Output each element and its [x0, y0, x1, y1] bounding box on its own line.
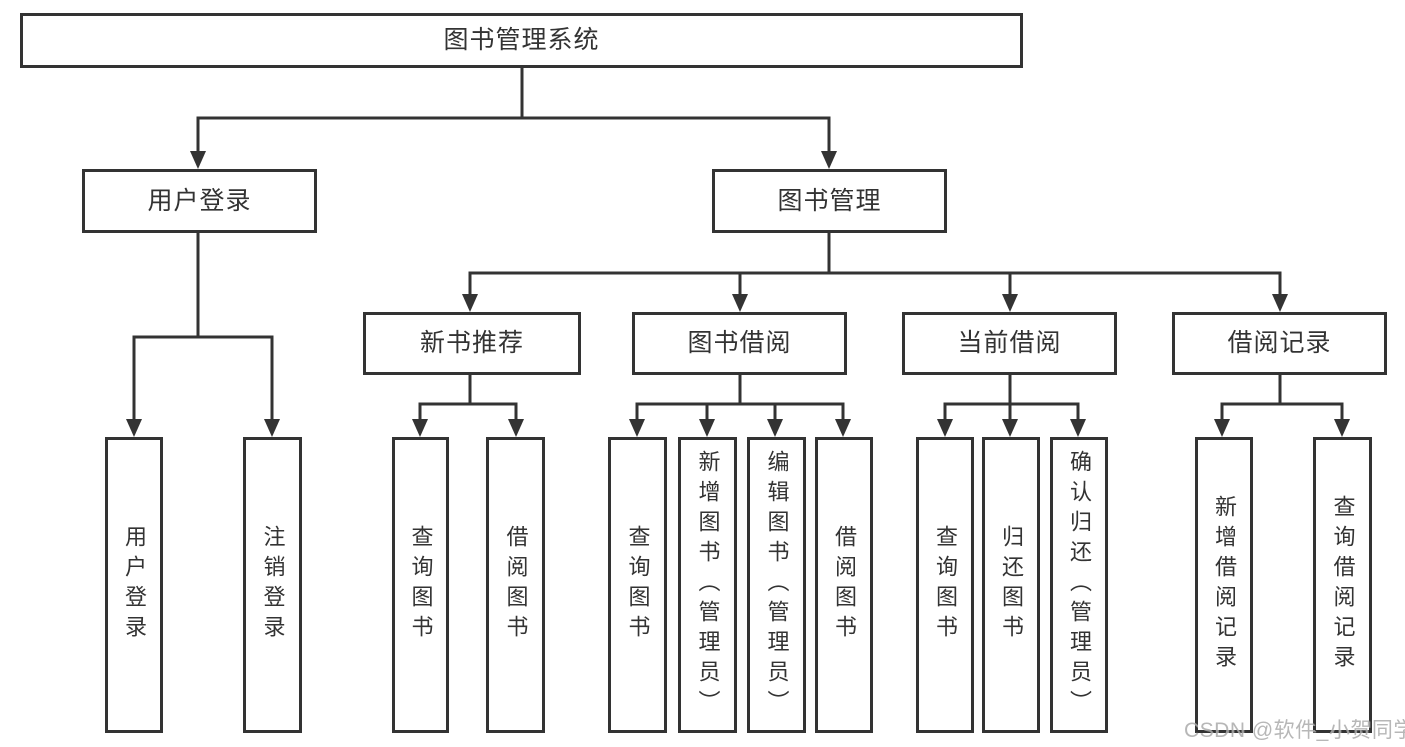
leaf-query-books-recommend: 查询图书	[392, 437, 449, 733]
node-root-library-system: 图书管理系统	[20, 13, 1023, 68]
leaf-confirm-return-admin: 确认归还（管理员）	[1050, 437, 1108, 733]
leaf-label: 查询图书	[408, 525, 434, 645]
node-label: 图书管理	[777, 186, 882, 215]
node-borrow-records: 借阅记录	[1172, 312, 1387, 375]
leaf-label: 用户登录	[122, 525, 147, 645]
leaf-label: 借阅图书	[832, 525, 857, 645]
leaf-label: 查询图书	[625, 525, 651, 645]
node-label: 借阅记录	[1227, 329, 1332, 357]
node-label: 图书借阅	[687, 329, 792, 357]
leaf-label: 新增图书（管理员）	[695, 450, 721, 720]
leaf-return-books: 归还图书	[982, 437, 1040, 733]
node-label: 新书推荐	[419, 329, 524, 357]
leaf-label: 归还图书	[999, 525, 1024, 645]
leaf-label: 注销登录	[260, 525, 286, 645]
node-label: 图书管理系统	[443, 26, 600, 54]
node-book-management: 图书管理	[712, 169, 947, 233]
leaf-label: 查询借阅记录	[1330, 495, 1356, 675]
leaf-query-books-borrow: 查询图书	[608, 437, 667, 733]
arrowheads	[126, 151, 1350, 437]
leaf-label: 查询图书	[933, 525, 958, 645]
leaf-add-borrow-record: 新增借阅记录	[1195, 437, 1253, 733]
leaf-add-book-admin: 新增图书（管理员）	[678, 437, 737, 733]
csdn-watermark: CSDN @软件_小贺同学	[1184, 719, 1405, 742]
leaf-query-borrow-record: 查询借阅记录	[1313, 437, 1372, 733]
leaf-user-login: 用户登录	[105, 437, 163, 733]
leaf-borrow-books: 借阅图书	[815, 437, 873, 733]
node-user-login: 用户登录	[82, 169, 317, 233]
node-label: 当前借阅	[957, 329, 1062, 357]
node-current-borrow: 当前借阅	[902, 312, 1117, 375]
leaf-borrow-books-recommend: 借阅图书	[486, 437, 545, 733]
node-new-book-recommend: 新书推荐	[363, 312, 581, 375]
node-book-borrow: 图书借阅	[632, 312, 847, 375]
leaf-label: 确认归还（管理员）	[1067, 450, 1092, 720]
leaf-label: 编辑图书（管理员）	[764, 450, 790, 720]
leaf-query-books-current: 查询图书	[916, 437, 974, 733]
leaf-label: 借阅图书	[503, 525, 529, 645]
leaf-label: 新增借阅记录	[1212, 495, 1237, 675]
node-label: 用户登录	[147, 186, 252, 215]
leaf-edit-book-admin: 编辑图书（管理员）	[747, 437, 806, 733]
leaf-logout: 注销登录	[243, 437, 302, 733]
